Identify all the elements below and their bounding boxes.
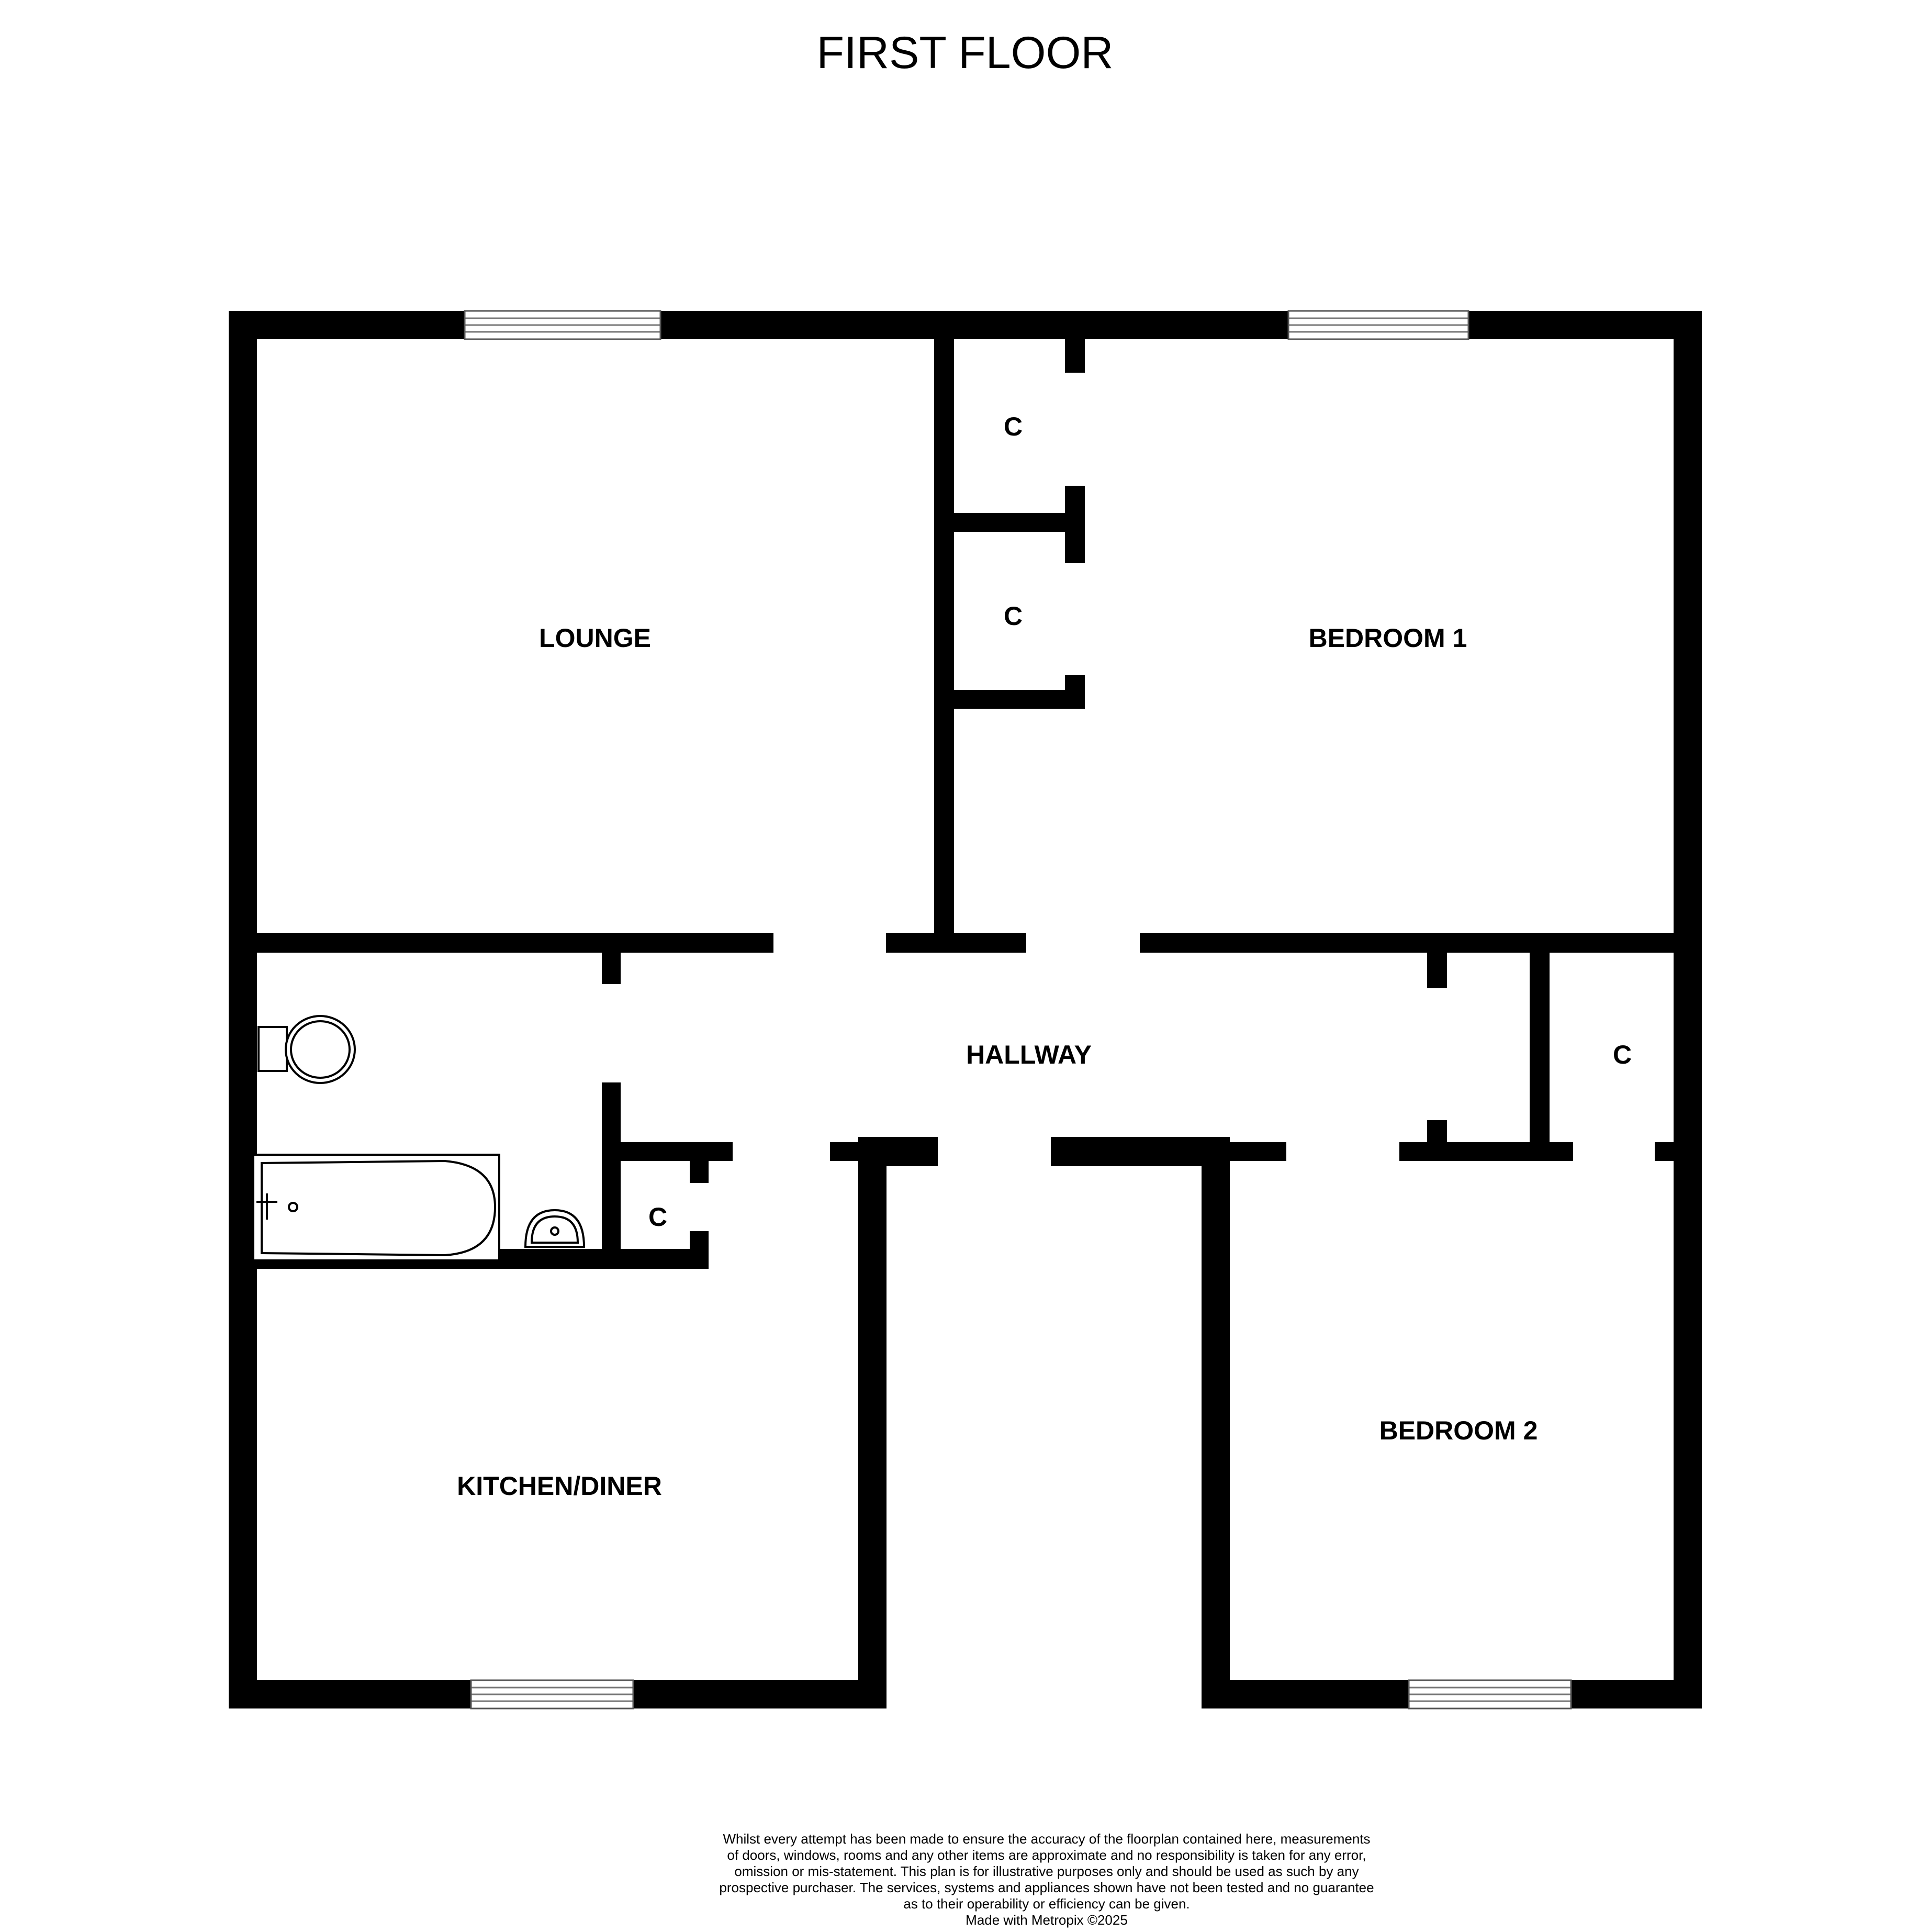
window-kitchen [470, 1679, 634, 1710]
window-bedroom1 [1287, 310, 1469, 340]
room-label-cupboard: C [648, 1202, 667, 1232]
window-lounge [464, 310, 661, 340]
room-label-kitchen: KITCHEN/DINER [457, 1471, 662, 1501]
wall-bath-cupboard-top [621, 1142, 733, 1161]
wall-middle-center [886, 933, 1026, 953]
room-label-cupboard: C [1613, 1040, 1632, 1069]
disclaimer-line: as to their operability or efficiency ca… [903, 1896, 1190, 1912]
room-label-cupboard: C [1004, 412, 1023, 441]
wall-cupboard-shelf-2 [954, 690, 1085, 709]
bathtub-icon [252, 1154, 500, 1261]
wall-cupboard-jamb-2 [1065, 675, 1085, 709]
wall-bath-cupboard-jamb-bottom [690, 1231, 709, 1269]
disclaimer-credit: Made with Metropix ©2025 [966, 1912, 1128, 1928]
disclaimer-line: omission or mis-statement. This plan is … [734, 1863, 1359, 1879]
disclaimer-line: prospective purchaser. The services, sys… [719, 1880, 1374, 1895]
wall-bathroom-right [602, 1082, 621, 1269]
wall-middle-right [1140, 933, 1674, 953]
room-label-bedroom2: BEDROOM 2 [1379, 1416, 1538, 1445]
disclaimer: Whilst every attempt has been made to en… [670, 1831, 1423, 1928]
wall-cupboard-hall-vertical [1530, 933, 1550, 1153]
wall-right [1674, 311, 1702, 1708]
room-label-lounge: LOUNGE [539, 623, 651, 653]
wall-kitchen-right [858, 1137, 887, 1708]
wall-cupboard-stub-top [1065, 336, 1085, 373]
floor-title: FIRST FLOOR [816, 28, 1114, 78]
wall-bedroom2-left [1202, 1137, 1230, 1708]
disclaimer-line: Whilst every attempt has been made to en… [723, 1831, 1371, 1847]
room-label-cupboard: C [1004, 601, 1023, 631]
windows [464, 310, 1572, 1710]
wall-cupboard-jamb-1 [1065, 486, 1085, 563]
wall-bedroom2-top-right [1399, 1142, 1573, 1161]
sink-icon [524, 1209, 586, 1248]
wall-bedroom2-top-left [1202, 1142, 1286, 1161]
room-label-hallway: HALLWAY [966, 1040, 1092, 1069]
wall-middle-left [257, 933, 773, 953]
wall-top [229, 311, 1702, 339]
window-bedroom2 [1408, 1679, 1572, 1710]
wall-cupboard-hall-door-stub [1655, 1142, 1674, 1161]
room-label-bedroom1: BEDROOM 1 [1309, 623, 1467, 653]
wall-hall-stub-right [1427, 953, 1447, 988]
room-labels: LOUNGE BEDROOM 1 HALLWAY KITCHEN/DINER B… [457, 412, 1632, 1501]
wall-bath-cupboard-jamb-top [690, 1161, 709, 1183]
disclaimer-line: of doors, windows, rooms and any other i… [727, 1847, 1366, 1863]
walls [229, 311, 1702, 1708]
wall-left [229, 311, 257, 1708]
wall-lounge-bedroom1 [934, 336, 954, 951]
toilet-icon [257, 1015, 356, 1084]
wall-cupboard-shelf-1 [954, 513, 1085, 532]
wall-hall-lower-center [1051, 1137, 1216, 1166]
wall-bath-door-stub [602, 953, 621, 984]
